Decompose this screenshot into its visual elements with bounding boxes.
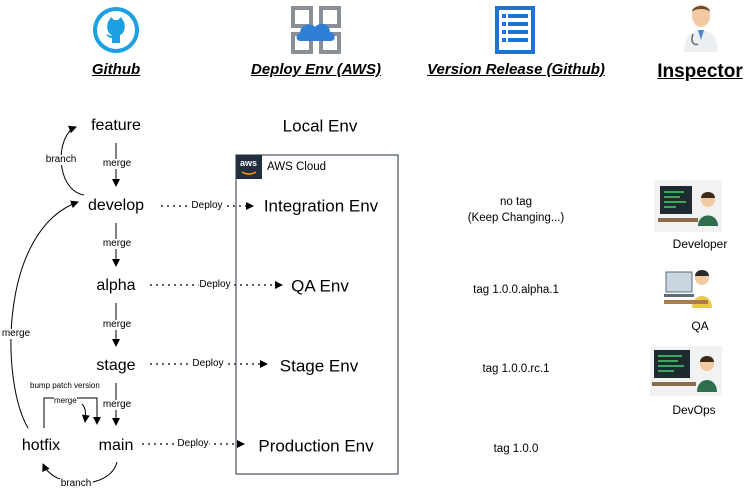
- env-stage: Stage Env: [279, 356, 359, 376]
- env-local: Local Env: [282, 116, 358, 136]
- branch-alpha: alpha: [96, 277, 136, 294]
- branch-develop: develop: [87, 197, 145, 214]
- developer-icon: [654, 180, 722, 232]
- aws-logo-box: [236, 155, 262, 179]
- branch-main: main: [98, 437, 134, 454]
- label-branch-top: branch: [44, 154, 78, 165]
- branch-hotfix: hotfix: [21, 437, 61, 454]
- doctor-icon: [684, 5, 718, 52]
- github-icon: [93, 7, 139, 53]
- aws-cloud-group: [235, 154, 399, 475]
- aws-logo-text: aws: [240, 158, 258, 168]
- label-merge-4: merge: [101, 399, 133, 410]
- header-github: Github: [91, 61, 141, 78]
- version-rc: tag 1.0.0.rc.1: [482, 363, 550, 375]
- version-release: tag 1.0.0: [493, 443, 539, 455]
- header-deploy-env: Deploy Env (AWS): [250, 61, 382, 78]
- header-inspector: Inspector: [657, 61, 743, 82]
- label-merge-left: merge: [0, 328, 32, 339]
- label-merge-2: merge: [101, 238, 133, 249]
- merge-edge-hotfix-develop: [10, 200, 79, 429]
- document-list-icon: [495, 6, 535, 54]
- qa-icon: [660, 264, 716, 312]
- branch-feature: feature: [91, 117, 141, 134]
- label-merge-3: merge: [101, 319, 133, 330]
- env-production: Production Env: [258, 436, 374, 456]
- version-alpha: tag 1.0.0.alpha.1: [473, 284, 559, 296]
- role-qa: QA: [691, 319, 709, 333]
- label-deploy-2: Deploy: [198, 279, 232, 290]
- branch-stage: stage: [96, 357, 136, 374]
- label-deploy-1: Deploy: [190, 200, 224, 211]
- aws-smile-icon: [241, 171, 257, 175]
- aws-cloud-label: AWS Cloud: [267, 161, 327, 173]
- small-merge-edge: [81, 403, 90, 423]
- label-merge-1: merge: [101, 158, 133, 169]
- label-merge-small: merge: [54, 396, 77, 405]
- version-keep-changing: (Keep Changing...): [467, 212, 565, 224]
- version-no-tag: no tag: [500, 196, 532, 208]
- label-bump-patch: bump patch version: [30, 381, 100, 390]
- label-branch-bottom: branch: [59, 478, 93, 489]
- role-devops: DevOps: [672, 403, 716, 417]
- env-integration: Integration Env: [263, 196, 379, 216]
- devops-icon: [650, 346, 722, 396]
- label-deploy-4: Deploy: [176, 438, 210, 449]
- aws-cloud-icon: [291, 6, 341, 54]
- label-deploy-3: Deploy: [191, 358, 225, 369]
- role-developer: Developer: [672, 237, 728, 251]
- header-version-release: Version Release (Github): [427, 61, 605, 78]
- env-qa: QA Env: [291, 276, 349, 296]
